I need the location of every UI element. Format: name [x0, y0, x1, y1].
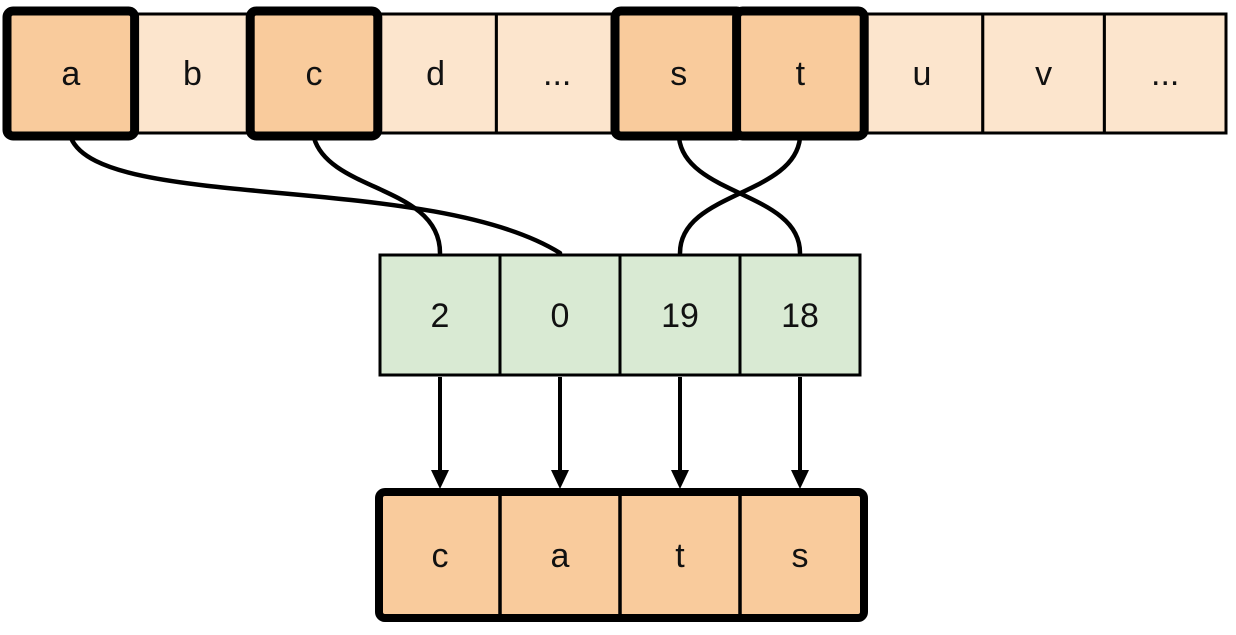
index-cell-19-label: 19: [661, 297, 699, 335]
alphabet-cell-a-label: a: [61, 55, 80, 93]
index-to-result-arrows: [431, 377, 809, 489]
connector-c-to-2: [311, 135, 443, 256]
down-arrow-3-head: [671, 470, 689, 489]
alphabet-cell-v-label: v: [1035, 55, 1052, 93]
connector-t-to-19: [677, 135, 803, 256]
alphabet-cell-t-label: t: [796, 55, 806, 93]
down-arrow-1-head: [431, 470, 449, 489]
alphabet-cell-ellipsis1-label: ...: [543, 55, 571, 93]
alphabet-cell-c-label: c: [306, 55, 323, 93]
result-cell-a-label: a: [551, 537, 570, 575]
connector-a-to-0: [68, 135, 563, 256]
result-word-array: c a t s: [375, 488, 868, 622]
result-cell-c-label: c: [432, 537, 449, 575]
alphabet-cell-u-label: u: [913, 55, 932, 93]
index-cell-0-label: 0: [551, 297, 570, 335]
down-arrow-4-head: [791, 470, 809, 489]
result-cell-t-label: t: [675, 537, 685, 575]
index-cell-18-label: 18: [781, 297, 819, 335]
alphabet-cell-b-label: b: [183, 55, 202, 93]
index-cell-2-box: [378, 253, 502, 377]
alphabet-cell-d-label: d: [426, 55, 445, 93]
alphabet-cell-ellipsis1-box: [494, 12, 620, 135]
down-arrow-2-head: [551, 470, 569, 489]
index-array: 2 0 19 18: [378, 253, 862, 377]
alphabet-cell-ellipsis2-box: [1102, 12, 1228, 135]
index-cell-19-box: [618, 253, 742, 377]
alphabet-cell-ellipsis2-label: ...: [1151, 55, 1179, 93]
index-cell-18-box: [738, 253, 862, 377]
alphabet-cell-v-box: [981, 12, 1106, 135]
alphabet-cell-s-label: s: [670, 55, 687, 93]
index-cell-2-label: 2: [431, 297, 450, 335]
alphabet-array: a b c d ... s t u v ...: [2, 6, 1228, 141]
result-cell-s-label: s: [792, 537, 809, 575]
letter-to-index-connectors: [68, 135, 803, 256]
alphabet-cell-d-box: [373, 12, 498, 135]
